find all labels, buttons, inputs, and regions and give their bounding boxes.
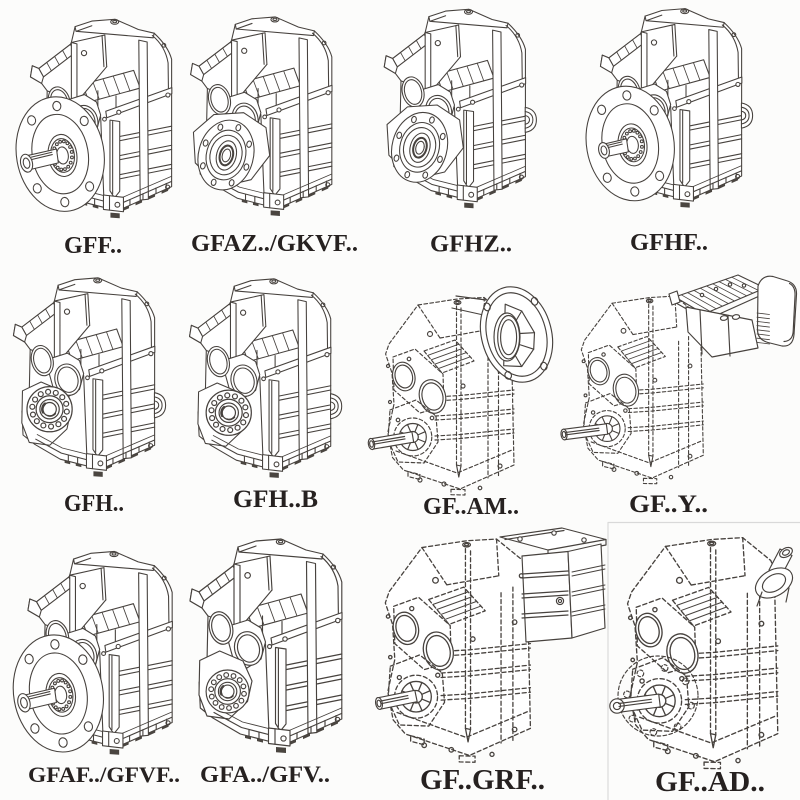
svg-text:GF..GRF..: GF..GRF..	[420, 765, 545, 796]
svg-text:GFHZ..: GFHZ..	[430, 232, 512, 258]
svg-text:GFA../GFV..: GFA../GFV..	[200, 762, 330, 788]
svg-text:GFF..: GFF..	[64, 233, 122, 259]
svg-text:GFH..: GFH..	[64, 491, 124, 517]
svg-text:GF..AM..: GF..AM..	[423, 494, 519, 520]
svg-text:GFHF..: GFHF..	[630, 230, 708, 256]
svg-text:GF..AD..: GF..AD..	[655, 767, 765, 798]
svg-text:GF..Y..: GF..Y..	[629, 491, 708, 518]
svg-text:GFAF../GFVF..: GFAF../GFVF..	[28, 762, 180, 787]
svg-text:GFH..B: GFH..B	[233, 486, 318, 513]
svg-text:GFAZ../GKVF..: GFAZ../GKVF..	[191, 231, 358, 257]
